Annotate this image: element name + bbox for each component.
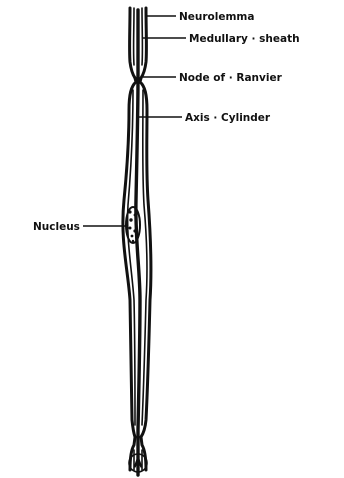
- nucleus-label: Nucleus: [33, 221, 80, 233]
- axis-cylinder-label: Axis · Cylinder: [185, 112, 271, 124]
- medullary-sheath-label: Medullary · sheath: [189, 33, 300, 45]
- neurolemma-outline-right: [140, 78, 151, 437]
- neurolemma-label: Neurolemma: [179, 11, 254, 23]
- figure-letter: A: [133, 457, 143, 471]
- axis-cylinder: [136, 10, 140, 475]
- node-of-ranvier-label: Node of · Ranvier: [179, 72, 283, 84]
